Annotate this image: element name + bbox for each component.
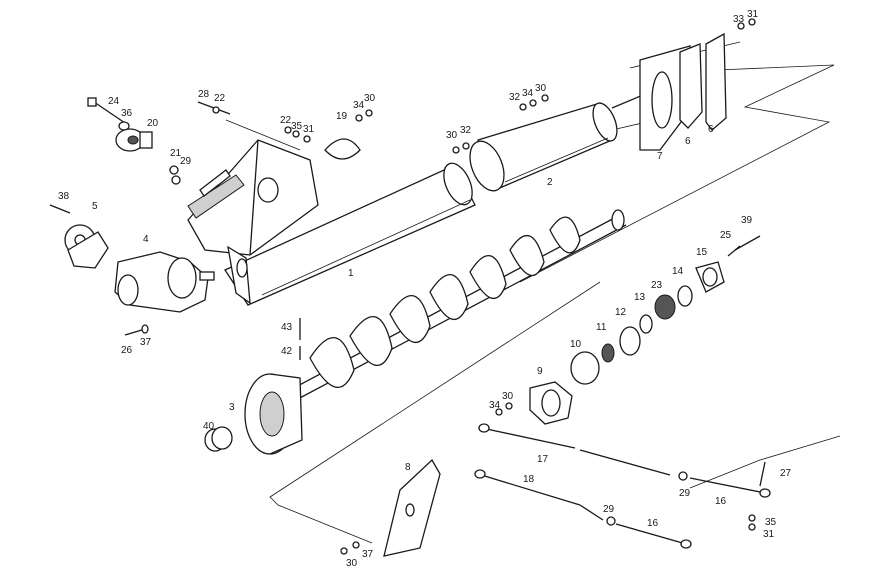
bolt-24	[87, 97, 130, 131]
callout-label: 16	[715, 496, 727, 507]
inlet-cone	[244, 373, 303, 455]
callout-label: 30	[535, 83, 547, 94]
callout-label: 34	[353, 100, 365, 111]
callout-label: 30	[502, 391, 514, 402]
callout-label: 22	[214, 93, 226, 104]
callout-label: 28	[198, 89, 210, 100]
flange-and-gaskets	[639, 32, 727, 151]
callout-label: 17	[537, 454, 549, 465]
callout-label: 40	[203, 421, 215, 432]
callout-label: 16	[647, 518, 659, 529]
bushing	[204, 426, 233, 452]
callout-label: 8	[405, 462, 411, 473]
support-plate	[383, 458, 441, 557]
callout-label: 23	[651, 280, 663, 291]
callout-label: 30	[446, 130, 458, 141]
callout-label: 38	[58, 191, 70, 202]
callout-label: 32	[509, 92, 521, 103]
callout-label: 35	[291, 121, 303, 132]
callout-label: 29	[603, 504, 615, 515]
callout-label: 29	[679, 488, 691, 499]
callout-label: 33	[733, 14, 745, 25]
callout-label: 24	[108, 96, 120, 107]
sprocket	[64, 224, 109, 269]
main-housing-tube	[187, 119, 476, 306]
callout-label: 12	[615, 307, 627, 318]
callout-label: 20	[147, 118, 159, 129]
callout-label: 6	[685, 136, 691, 147]
callout-label: 37	[140, 337, 152, 348]
callout-label: 30	[346, 558, 358, 569]
bearing-housing	[115, 128, 153, 152]
callout-label: 3	[229, 402, 235, 413]
tie-rods	[474, 423, 771, 549]
callout-label: 36	[121, 108, 133, 119]
small-hardware	[49, 18, 766, 555]
callout-label: 31	[747, 9, 759, 20]
callout-label: 18	[523, 474, 535, 485]
callout-label: 39	[741, 215, 753, 226]
callout-label: 11	[596, 322, 607, 333]
callout-label: 31	[763, 529, 775, 540]
callout-label: 32	[460, 125, 472, 136]
callout-label: 37	[362, 549, 374, 560]
callout-label: 2	[547, 177, 553, 188]
callout-label: 6	[708, 124, 714, 135]
callout-label: 29	[180, 156, 192, 167]
bearing-components	[529, 261, 725, 425]
callout-label: 35	[765, 517, 777, 528]
callout-label: 34	[522, 88, 534, 99]
callout-label: 10	[570, 339, 582, 350]
callout-label: 19	[336, 111, 348, 122]
callout-label: 13	[634, 292, 646, 303]
callout-labels: 33 31 7 6 6 32 34 30 30 32 2 28 22 22 35…	[58, 9, 792, 569]
callout-label: 25	[720, 230, 732, 241]
callout-label: 14	[672, 266, 684, 277]
callout-label: 31	[303, 124, 315, 135]
callout-label: 26	[121, 345, 133, 356]
callout-label: 21	[170, 148, 182, 159]
cover-plate	[324, 138, 361, 160]
callout-label: 43	[281, 322, 293, 333]
callout-label: 9	[537, 366, 543, 377]
callout-label: 7	[657, 151, 663, 162]
upper-tube	[469, 91, 651, 192]
auger-screw	[289, 209, 627, 401]
callout-label: 1	[348, 268, 354, 279]
callout-label: 30	[364, 93, 376, 104]
callout-label: 5	[92, 201, 98, 212]
callout-label: 4	[143, 234, 149, 245]
callout-label: 42	[281, 346, 293, 357]
callout-label: 15	[696, 247, 708, 258]
callout-label: 22	[280, 115, 292, 126]
callout-label: 34	[489, 400, 501, 411]
gearbox	[114, 251, 215, 313]
callout-label: 27	[780, 468, 792, 479]
